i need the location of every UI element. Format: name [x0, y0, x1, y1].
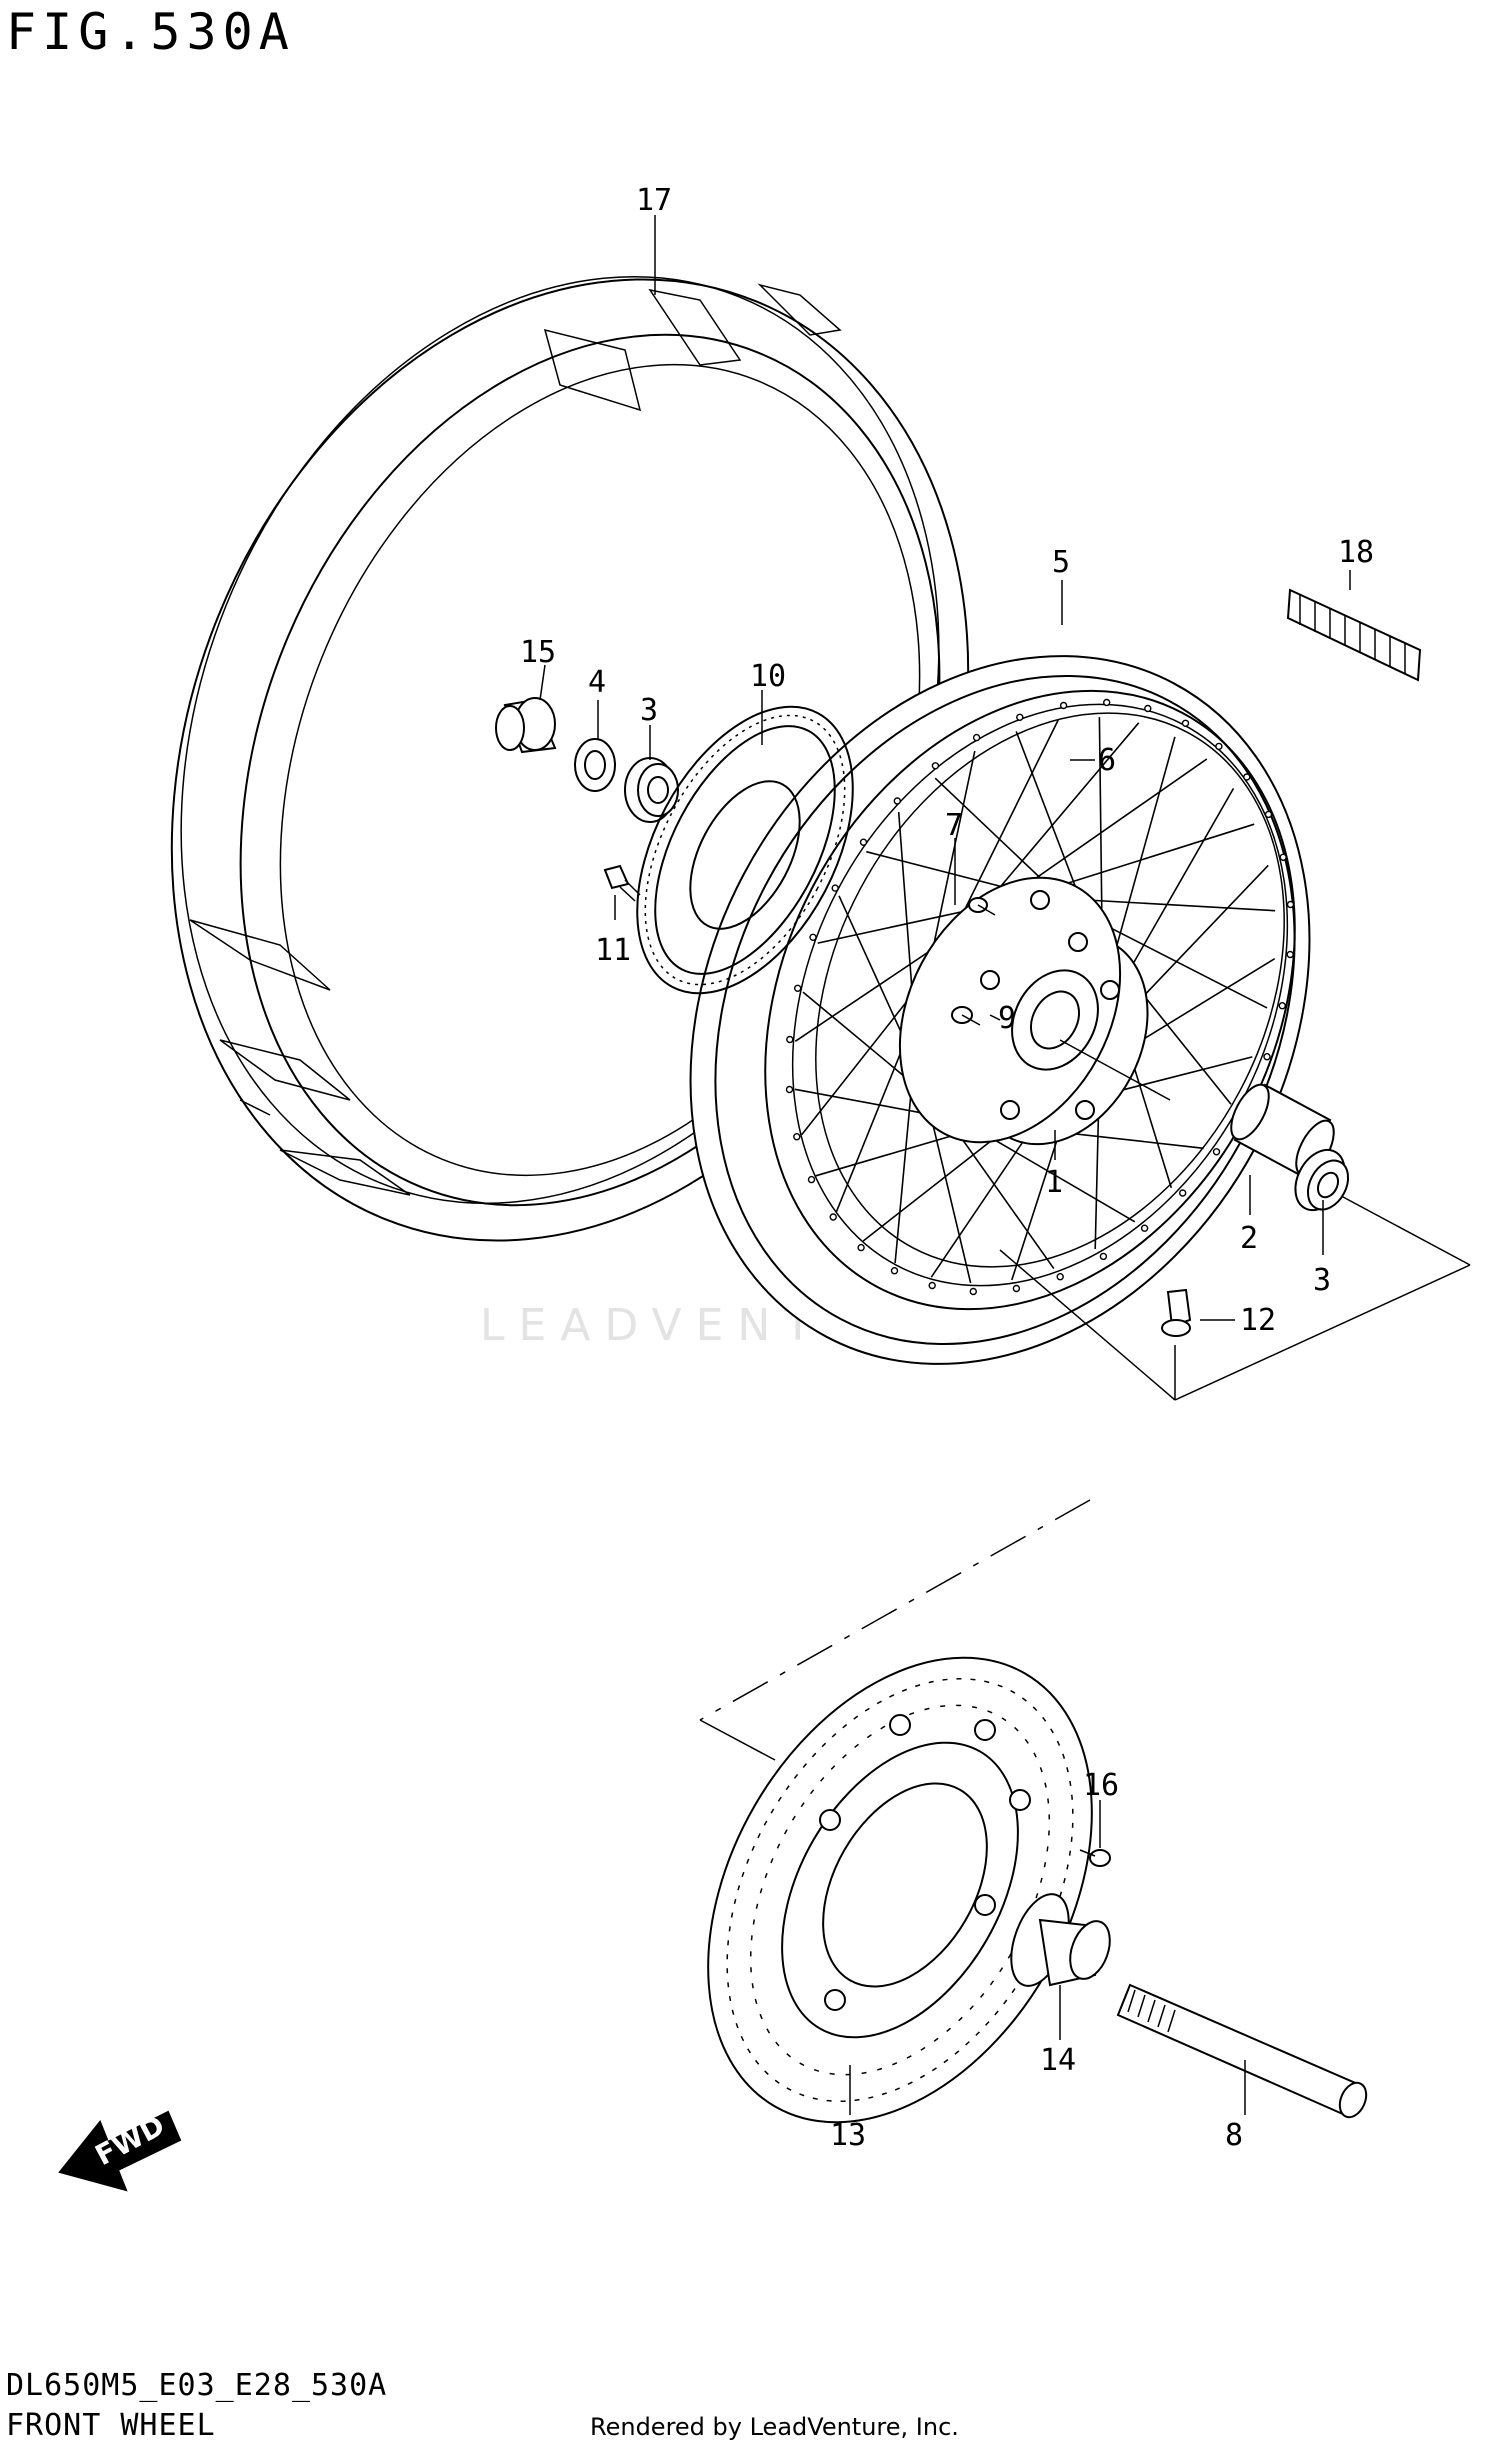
spoke-nipple — [1144, 704, 1152, 713]
spoke-nipple — [794, 984, 802, 992]
bolt-7 — [968, 897, 996, 916]
spoke-nipples — [785, 698, 1295, 1296]
seal-14 — [495, 697, 557, 754]
callout-7: 7 — [945, 808, 963, 843]
spoke-nipple — [1099, 1252, 1108, 1261]
spoke-nipple — [1278, 1002, 1287, 1010]
spoke-nipple — [1243, 773, 1251, 781]
spoke-nipple — [1212, 1148, 1221, 1156]
callout-10: 11 — [595, 933, 631, 968]
axle-12 — [1116, 1983, 1368, 2119]
spoke-nipple — [893, 797, 901, 805]
callout-16: 16 — [1083, 1768, 1119, 1803]
callout-2: 2 — [1240, 1221, 1258, 1256]
spoke-nipple — [1140, 1224, 1149, 1232]
fwd-arrow: FWD — [58, 2109, 182, 2192]
spoke-nipple — [1178, 1189, 1187, 1197]
spoke-nipple — [1012, 1284, 1021, 1293]
bearing-3-left — [624, 757, 679, 823]
bearing-3-right — [1294, 1148, 1350, 1212]
spoke-nipple — [928, 1281, 936, 1290]
spoke-nipple — [1215, 742, 1223, 751]
spoke-nipple — [1059, 701, 1068, 710]
render-credit: Rendered by LeadVenture, Inc. — [590, 2413, 959, 2441]
callout-14: 15 — [520, 635, 556, 670]
callout-17: 17 — [636, 183, 672, 218]
spoke-nipple — [1286, 950, 1294, 959]
callout-9: 10 — [750, 659, 786, 694]
spoke-nipple — [857, 1243, 865, 1252]
spoke-nipple — [1286, 900, 1295, 909]
sensor-ring-9 — [636, 705, 854, 995]
model-code: DL650M5_E03_E28_530A — [6, 2368, 388, 2403]
callout-6: 6 — [1098, 743, 1116, 778]
spoke-nipple — [1102, 698, 1111, 707]
brake-disc-15 — [707, 1656, 1093, 2124]
screw-10 — [603, 864, 641, 902]
callout-1: 1 — [1045, 1165, 1063, 1200]
callout-8: 9 — [998, 1001, 1016, 1036]
spoke-nipple — [829, 1213, 837, 1221]
spoke-nipple — [1056, 1272, 1064, 1281]
spoke-nipple — [1264, 810, 1273, 819]
spoke-nipple — [786, 1035, 794, 1044]
valve-11 — [1161, 1288, 1235, 1337]
spoke-nipple — [890, 1266, 899, 1275]
callout-13: 14 — [1040, 2043, 1076, 2078]
callout-5: 5 — [1052, 545, 1070, 580]
spoke-nipple — [931, 762, 940, 770]
figure-title: FIG.530A — [6, 3, 295, 61]
callout-4: 4 — [588, 665, 606, 700]
spoke-nipple — [831, 884, 839, 892]
callout-15: 13 — [830, 2118, 866, 2153]
section-name: FRONT WHEEL — [6, 2408, 216, 2443]
spoke-nipple — [809, 933, 817, 941]
callout-18: 18 — [1338, 535, 1374, 570]
collar-13 — [1010, 1893, 1111, 1987]
callout-12: 8 — [1225, 2118, 1243, 2153]
callout-3-left: 3 — [640, 693, 658, 728]
spoke-nipple — [1181, 719, 1190, 727]
assembly-lines — [699, 1039, 1471, 1761]
callout-3-right: 3 — [1313, 1263, 1331, 1298]
spoke-nipple — [807, 1175, 816, 1184]
spacer-4 — [574, 738, 616, 792]
spoke-nipple — [793, 1132, 801, 1141]
spoke-nipple — [859, 838, 868, 846]
bolt-16 — [1079, 1849, 1111, 1867]
spoke-nipple — [972, 733, 981, 742]
callout-11: 12 — [1240, 1303, 1276, 1338]
spoke-nipple — [1263, 1052, 1271, 1061]
balancer-18 — [1286, 588, 1422, 682]
spoke-nipple — [785, 1085, 794, 1094]
spoke-nipple — [969, 1287, 977, 1296]
spoke-nipple — [1279, 853, 1287, 861]
spoke-nipple — [1016, 713, 1024, 721]
bolt-8 — [951, 1006, 981, 1026]
leader-lines — [539, 215, 1351, 2115]
